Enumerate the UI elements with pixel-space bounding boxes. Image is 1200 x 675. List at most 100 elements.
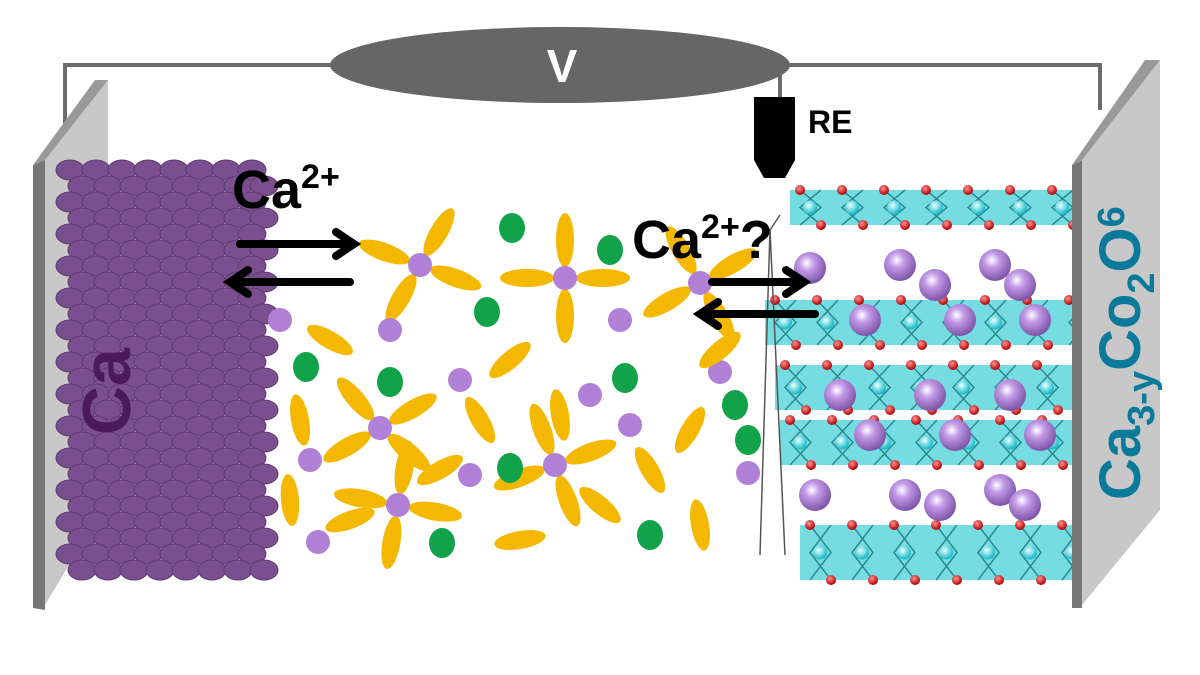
- oxygen-atom: [1001, 340, 1011, 350]
- oxygen-atom: [984, 220, 994, 230]
- cation: [458, 463, 482, 487]
- cation: [268, 308, 292, 332]
- oxygen-atom: [890, 460, 900, 470]
- solvent-molecule: [722, 390, 748, 420]
- cation: [306, 530, 330, 554]
- calcium-atom: [93, 559, 123, 581]
- arrow-right-icon: [708, 266, 812, 298]
- oxygen-atom: [864, 360, 874, 370]
- polyhedra-edge: [1008, 189, 1033, 226]
- oxygen-atom: [932, 460, 942, 470]
- cobalt-atom: [813, 545, 827, 560]
- calcium-atom: [237, 383, 267, 405]
- oxygen-atom: [826, 575, 836, 585]
- polyhedra-edge: [966, 189, 991, 226]
- calcium-atom: [249, 527, 279, 549]
- cobalt-atom: [1023, 545, 1037, 560]
- anode-label: Ca: [69, 347, 145, 435]
- oxygen-atom: [1058, 460, 1068, 470]
- oxygen-atom: [801, 405, 811, 415]
- oxygen-atom: [889, 520, 899, 530]
- anion-arm: [358, 239, 410, 265]
- cobalt-atom: [919, 435, 933, 450]
- anion-arm: [556, 289, 574, 343]
- solvent-molecule: [612, 363, 638, 393]
- oxygen-atom: [1026, 220, 1036, 230]
- polyhedra-edge: [809, 524, 832, 581]
- cobalt-atom: [988, 315, 1002, 330]
- anion-arm: [500, 269, 554, 287]
- cathode-label-ca: Ca: [1088, 425, 1153, 500]
- cobalt-atom: [1013, 200, 1027, 215]
- oxygen-atom: [911, 415, 921, 425]
- polyhedra-edge: [840, 189, 865, 226]
- calcium-atom: [889, 479, 921, 511]
- oxygen-atom: [917, 340, 927, 350]
- calcium-atom: [145, 559, 175, 581]
- cathode-label-o: O: [1088, 227, 1153, 272]
- anion-arm: [555, 475, 581, 527]
- cathode-label-sub1: 3-y: [1121, 371, 1163, 426]
- right-ion-label: Ca2+?: [632, 208, 773, 270]
- cathode-crystal-structure: [765, 185, 1095, 585]
- anion-arm: [699, 331, 741, 369]
- polyhedra-edge: [788, 419, 813, 466]
- anion-arm: [408, 501, 463, 522]
- calcium-atom: [884, 249, 916, 281]
- polyhedra-edge: [893, 524, 916, 581]
- oxygen-atom: [969, 405, 979, 415]
- cobalt-atom: [939, 545, 953, 560]
- oxygen-atom: [1016, 460, 1026, 470]
- oxygen-atom: [995, 415, 1005, 425]
- cobalt-atom: [956, 380, 970, 395]
- oxygen-atom: [921, 185, 931, 195]
- anion-arm: [556, 213, 574, 267]
- oxygen-atom: [900, 220, 910, 230]
- calcium-atom: [249, 399, 279, 421]
- anion-arm: [430, 265, 482, 291]
- calcium-atom: [914, 379, 946, 411]
- polyhedra-edge: [882, 189, 907, 226]
- cation: [736, 461, 760, 485]
- voltmeter: [330, 27, 790, 103]
- oxygen-atom: [1053, 405, 1063, 415]
- oxygen-atom: [896, 295, 906, 305]
- solvent-molecule: [429, 528, 455, 558]
- oxygen-atom: [1057, 520, 1067, 530]
- calcium-atom: [984, 474, 1016, 506]
- cation-center: [553, 266, 577, 290]
- oxygen-atom: [837, 185, 847, 195]
- anion-arm: [307, 324, 353, 356]
- anion-arm: [464, 397, 496, 443]
- calcium-atom: [799, 479, 831, 511]
- cation: [708, 360, 732, 384]
- oxygen-atom: [948, 360, 958, 370]
- left-ion-symbol: Ca: [232, 160, 302, 220]
- oxygen-atom: [1047, 185, 1057, 195]
- oxygen-atom: [942, 220, 952, 230]
- anion-arm: [394, 440, 415, 495]
- solvent-molecule: [474, 297, 500, 327]
- anion-arm: [550, 389, 570, 441]
- solvent-molecule: [735, 425, 761, 455]
- calcium-atom: [249, 431, 279, 453]
- polyhedra-edge: [798, 189, 823, 226]
- oxygen-atom: [1043, 340, 1053, 350]
- anion-molecule: [500, 213, 630, 343]
- cobalt-atom: [845, 200, 859, 215]
- solvent-molecule: [499, 213, 525, 243]
- polyhedra-edge: [815, 299, 840, 346]
- cobalt-atom: [897, 545, 911, 560]
- oxygen-atom: [848, 460, 858, 470]
- oxygen-atom: [805, 520, 815, 530]
- calcium-atom: [237, 351, 267, 373]
- anion-arm: [423, 208, 455, 256]
- cobalt-atom: [1040, 380, 1054, 395]
- calcium-atom: [67, 559, 97, 581]
- polyhedra-edge: [1019, 524, 1042, 581]
- calcium-atom: [849, 304, 881, 336]
- calcium-metal-anode: [55, 159, 279, 581]
- arrow-right-icon: [236, 228, 362, 260]
